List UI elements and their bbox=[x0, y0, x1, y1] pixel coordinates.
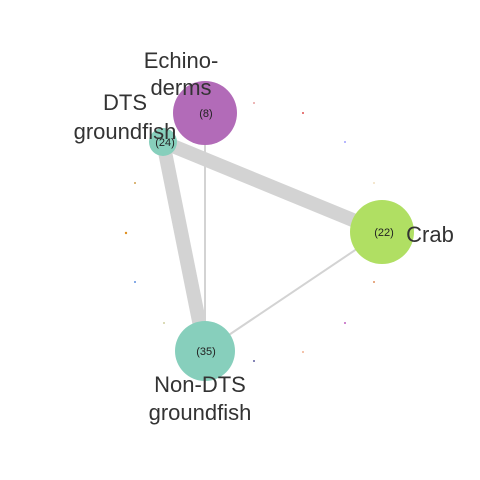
node-label-echinoderms-line1: Echino- bbox=[144, 48, 219, 73]
node-label-dts-line2: groundfish bbox=[74, 119, 177, 144]
dot bbox=[373, 182, 375, 184]
dot bbox=[373, 281, 375, 283]
node-labels: Echino- derms DTS groundfish Crab Non-DT… bbox=[74, 48, 454, 425]
node-label-nondts-line2: groundfish bbox=[149, 400, 252, 425]
nodes bbox=[149, 81, 414, 381]
dot bbox=[253, 102, 255, 104]
node-label-echinoderms-line2: derms bbox=[150, 75, 211, 100]
dot bbox=[134, 182, 136, 184]
node-label-dts-line1: DTS bbox=[103, 90, 147, 115]
node-echinoderms[interactable] bbox=[173, 81, 237, 145]
node-counts: (8) (24) (22) (35) bbox=[155, 108, 394, 358]
dot bbox=[124, 231, 128, 235]
dot bbox=[302, 112, 304, 114]
edges bbox=[156, 113, 385, 353]
dot bbox=[253, 360, 255, 362]
edge-crab-nondts bbox=[204, 231, 383, 352]
edge-dts-nondts bbox=[156, 140, 212, 353]
dot bbox=[134, 281, 136, 283]
dot bbox=[344, 322, 346, 324]
node-dts-groundfish[interactable] bbox=[149, 128, 177, 156]
edge-dts-crab bbox=[160, 135, 385, 239]
node-label-nondts-line1: Non-DTS bbox=[154, 372, 246, 397]
decorative-dots bbox=[124, 102, 375, 362]
node-count-dts-groundfish: (24) bbox=[155, 137, 175, 149]
node-count-nondts-groundfish: (35) bbox=[196, 346, 216, 358]
node-crab[interactable] bbox=[350, 200, 414, 264]
dot bbox=[163, 322, 165, 324]
node-count-echinoderms: (8) bbox=[199, 108, 212, 120]
node-label-crab: Crab bbox=[406, 222, 454, 247]
dot bbox=[344, 141, 346, 143]
dot bbox=[302, 351, 304, 353]
node-nondts-groundfish[interactable] bbox=[175, 321, 235, 381]
node-count-crab: (22) bbox=[374, 227, 394, 239]
